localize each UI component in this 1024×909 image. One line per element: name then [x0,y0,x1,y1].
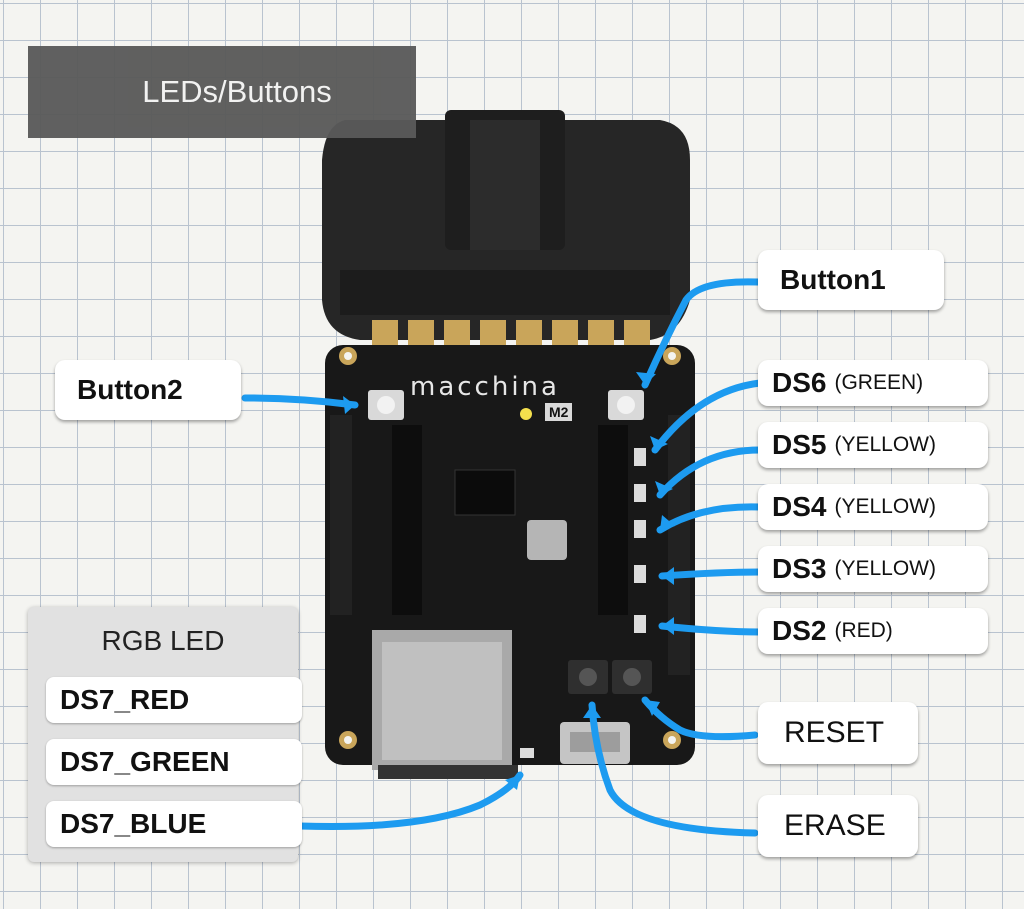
rgb-led-panel: RGB LED DS7_RED DS7_GREEN DS7_BLUE [28,607,302,862]
ds6-color: (GREEN) [834,371,924,394]
ds4-color: (YELLOW) [834,495,936,518]
crystal [527,520,567,560]
board-logo: macchina [410,372,560,402]
ds6-label: DS6 (GREEN) [758,360,988,406]
ds5-label: DS5 (YELLOW) [758,422,988,468]
ds2-color: (RED) [834,619,893,642]
ds2-label: DS2 (RED) [758,608,988,654]
button2-label: Button2 [55,360,241,420]
ds5-color: (YELLOW) [834,433,936,456]
board-model: M2 [545,403,573,421]
ds3-label: DS3 (YELLOW) [758,546,988,592]
erase-label: ERASE [758,795,918,857]
ds4-name: DS4 [772,491,827,522]
ds5-name: DS5 [772,429,827,460]
ds3-name: DS3 [772,553,827,584]
header-right [598,425,628,615]
ds2-name: DS2 [772,615,827,646]
ds6-name: DS6 [772,367,827,398]
ds7-blue-label: DS7_BLUE [46,801,302,847]
button1-label: Button1 [758,250,944,310]
ds7-green-label: DS7_GREEN [46,739,302,785]
chip [454,469,516,516]
ds3-color: (YELLOW) [834,557,936,580]
ds7-red-label: DS7_RED [46,677,302,723]
header-left [392,425,422,615]
page-title: LEDs/Buttons [28,46,416,138]
reset-label: RESET [758,702,918,764]
rgb-led-title: RGB LED [101,625,225,656]
ds4-label: DS4 (YELLOW) [758,484,988,530]
